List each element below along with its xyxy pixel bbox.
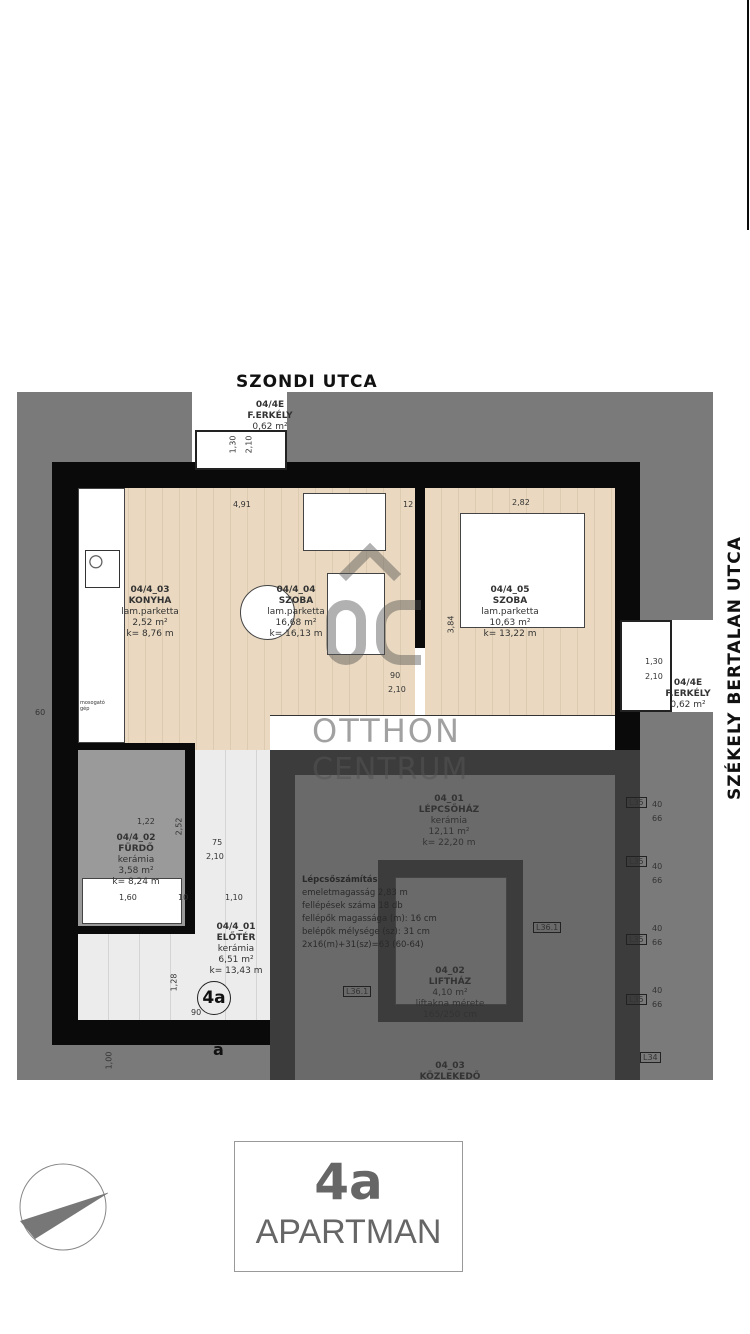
dimension: 66 <box>652 876 663 885</box>
floor-hall <box>195 750 270 1020</box>
dimension: 1,30 <box>645 657 663 666</box>
bed <box>460 513 585 628</box>
watermark-text-1: OTTHON <box>312 712 461 750</box>
dimension: 90 <box>390 671 401 680</box>
dimension: 90 <box>191 1008 202 1017</box>
dimension: 1,00 <box>104 1051 114 1070</box>
dimension: 66 <box>652 1000 663 1009</box>
stair-calculation: Lépcsőszámítás emeletmagasság 2,83 m fel… <box>302 875 437 950</box>
wall <box>52 462 640 488</box>
dimension: 40 <box>652 924 663 933</box>
apartment-title-box: 4a APARTMAN <box>234 1141 463 1272</box>
dimension: 4,91 <box>233 500 251 509</box>
street-label-right: SZÉKELY BERTALAN UTCA <box>725 536 745 800</box>
wall <box>185 743 195 935</box>
dimension: 3,84 <box>446 615 456 634</box>
dimension: 2,10 <box>206 852 224 861</box>
section-mark: a <box>213 1040 224 1059</box>
dimension: 1,60 <box>119 893 137 902</box>
street-label-top: SZONDI UTCA <box>236 372 378 392</box>
dimension: 60 <box>35 708 46 717</box>
lintel-tag: L35 <box>626 994 647 1005</box>
lintel-tag: L36.1 <box>343 986 372 997</box>
wardrobe <box>270 715 615 750</box>
balcony-right <box>620 620 672 712</box>
neighbour-block <box>640 462 713 620</box>
neighbour-block <box>640 712 713 1080</box>
dimension: 10 <box>178 893 189 902</box>
watermark-logo <box>318 542 428 670</box>
wall <box>78 743 195 750</box>
dimension: mosogató gép <box>80 700 105 712</box>
watermark-text-2: CENTRUM <box>312 752 469 787</box>
dimension: 1,22 <box>137 817 155 826</box>
lintel-tag: L36.1 <box>533 922 562 933</box>
dimension: 75 <box>212 838 223 847</box>
floor-hall <box>78 934 195 1020</box>
dimension: 2,10 <box>388 685 406 694</box>
compass-north-arrow <box>18 1162 110 1252</box>
dining-table <box>240 585 295 640</box>
kitchen-counter <box>78 488 125 743</box>
dimension: 1,10 <box>225 893 243 902</box>
dimension: 40 <box>652 800 663 809</box>
dimension: 1,30 <box>228 435 238 454</box>
dimension: 2,10 <box>244 435 254 454</box>
wall <box>52 1020 270 1045</box>
dimension: 1,28 <box>169 973 179 992</box>
dimension: 12 <box>403 500 414 509</box>
dimension: 2,10 <box>645 672 663 681</box>
unit-badge: 4a <box>197 981 231 1015</box>
edge-line <box>747 0 749 230</box>
lintel-tag: L35 <box>626 797 647 808</box>
neighbour-block <box>287 392 713 462</box>
balcony-top <box>195 430 287 470</box>
lintel-tag: L35 <box>626 934 647 945</box>
bathtub <box>82 878 182 924</box>
lintel-tag: L34 <box>640 1052 661 1063</box>
hob-icon <box>85 550 120 588</box>
lintel-tag: L35 <box>626 856 647 867</box>
dimension: 40 <box>652 862 663 871</box>
dimension: 40 <box>652 986 663 995</box>
sofa <box>303 493 386 551</box>
wall <box>78 926 195 934</box>
wall <box>52 462 78 1045</box>
dimension: 2,52 <box>174 817 184 836</box>
neighbour-block <box>17 462 52 1080</box>
apartment-label: APARTMAN <box>255 1213 442 1251</box>
lift-car <box>395 877 507 1005</box>
dimension: 2,82 <box>512 498 530 507</box>
neighbour-block <box>17 1045 270 1080</box>
neighbour-block <box>17 392 192 462</box>
dimension: 66 <box>652 938 663 947</box>
wall <box>415 488 425 648</box>
apartment-number: 4a <box>314 1153 383 1211</box>
dimension: 66 <box>652 814 663 823</box>
